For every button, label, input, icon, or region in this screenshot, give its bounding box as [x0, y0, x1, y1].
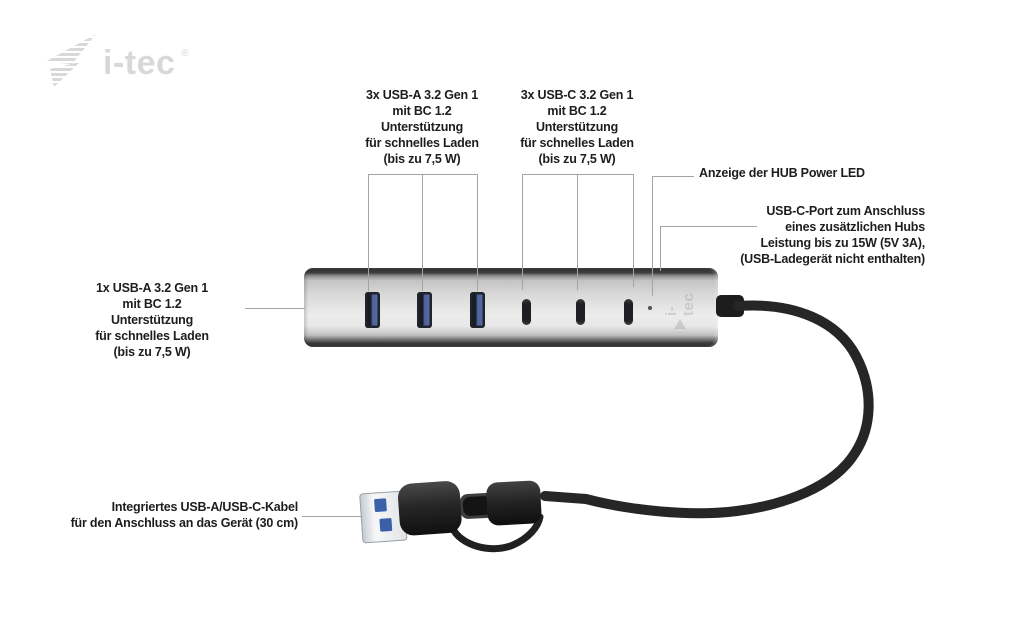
- led-leader-horizontal: [652, 176, 694, 177]
- power-port-leader-vertical: [660, 226, 661, 271]
- usb-a-port-3: [470, 292, 485, 328]
- label-line: (bis zu 7,5 W): [538, 152, 616, 166]
- power-port-leader-horizontal: [660, 226, 757, 227]
- brand-logo: i-tec ®: [44, 33, 189, 89]
- hub-watermark-logo: i-tec: [651, 285, 709, 329]
- label-line: (bis zu 7,5 W): [383, 152, 461, 166]
- side-usb-a-leader: [245, 308, 305, 309]
- cable-stub: [716, 295, 744, 317]
- label-usb-c-power-port: USB-C-Port zum Anschluss eines zusätzlic…: [715, 203, 925, 267]
- label-line: mit BC 1.2: [122, 297, 182, 311]
- usb-a-leader-3: [477, 174, 478, 291]
- label-side-usb-a: 1x USB-A 3.2 Gen 1 mit BC 1.2 Unterstütz…: [77, 280, 227, 360]
- usb-a-metal-shell: [359, 490, 408, 544]
- label-line: Unterstützung: [110, 313, 194, 327]
- usb-c-port-1: [522, 299, 531, 325]
- label-line: eines zusätzlichen Hubs: [785, 220, 925, 234]
- tether-loop: [448, 513, 544, 553]
- usb-c-leader-2: [577, 174, 578, 290]
- cable-leader: [302, 516, 362, 517]
- usb-a-leader-2: [422, 174, 423, 291]
- label-line: für schnelles Laden: [95, 329, 209, 343]
- usb-c-port-2: [576, 299, 585, 325]
- brand-logo-arrow-icon: [45, 34, 96, 87]
- usb-a-cable-connector: [359, 481, 462, 544]
- hub-watermark-text: i-tec: [663, 292, 697, 316]
- usb-c-plug-body: [486, 480, 542, 526]
- usb-c-leader-1: [522, 174, 523, 290]
- label-line: 3x USB-C 3.2 Gen 1: [520, 88, 634, 102]
- usb-a-leader-1: [368, 174, 369, 291]
- usb-c-plug-tip-inner: [462, 496, 492, 516]
- label-line: 3x USB-A 3.2 Gen 1: [366, 88, 478, 102]
- brand-logo-text: i-tec: [103, 44, 176, 82]
- usb-c-adapter-connector: [459, 480, 542, 526]
- usb-a-port-1: [365, 292, 380, 328]
- usb-c-port-3: [624, 299, 633, 325]
- label-integrated-cable: Integriertes USB-A/USB-C-Kabel für den A…: [58, 500, 299, 531]
- label-line: für den Anschluss an das Gerät (30 cm): [70, 515, 299, 530]
- usb-hub-body: i-tec: [304, 268, 718, 347]
- usb-a-bracket-line: [368, 174, 478, 175]
- label-line: mit BC 1.2: [547, 104, 607, 118]
- label-line: für schnelles Laden: [365, 136, 479, 150]
- usb-a-port-2: [417, 292, 432, 328]
- usb-c-leader-3: [633, 174, 634, 287]
- label-line: USB-C-Port zum Anschluss: [766, 204, 925, 218]
- label-power-led: Anzeige der HUB Power LED: [699, 165, 865, 181]
- label-line: Unterstützung: [535, 120, 619, 134]
- usb-a-contact-1: [374, 498, 387, 512]
- label-line: Anzeige der HUB Power LED: [699, 166, 865, 180]
- label-line: mit BC 1.2: [392, 104, 452, 118]
- label-usb-a-group: 3x USB-A 3.2 Gen 1 mit BC 1.2 Unterstütz…: [347, 87, 497, 167]
- usb-c-plug-tip: [459, 493, 495, 519]
- usb-c-bracket-line: [522, 174, 634, 175]
- usb-a-plug-housing: [398, 481, 462, 536]
- registered-trademark-mark: ®: [181, 47, 189, 59]
- label-line: Unterstützung: [380, 120, 464, 134]
- power-led: [648, 306, 652, 310]
- label-line: (USB-Ladegerät nicht enthalten): [740, 252, 925, 266]
- label-line: (bis zu 7,5 W): [113, 345, 191, 359]
- usb-a-contact-2: [379, 518, 393, 532]
- led-leader-vertical: [652, 176, 653, 296]
- label-line: für schnelles Laden: [520, 136, 634, 150]
- label-line: Leistung bis zu 15W (5V 3A),: [760, 236, 925, 250]
- label-line: 1x USB-A 3.2 Gen 1: [96, 281, 208, 295]
- label-line: Integriertes USB-A/USB-C-Kabel: [111, 500, 299, 514]
- label-usb-c-group: 3x USB-C 3.2 Gen 1 mit BC 1.2 Unterstütz…: [502, 87, 652, 167]
- hub-watermark-arrow-icon: [674, 319, 686, 329]
